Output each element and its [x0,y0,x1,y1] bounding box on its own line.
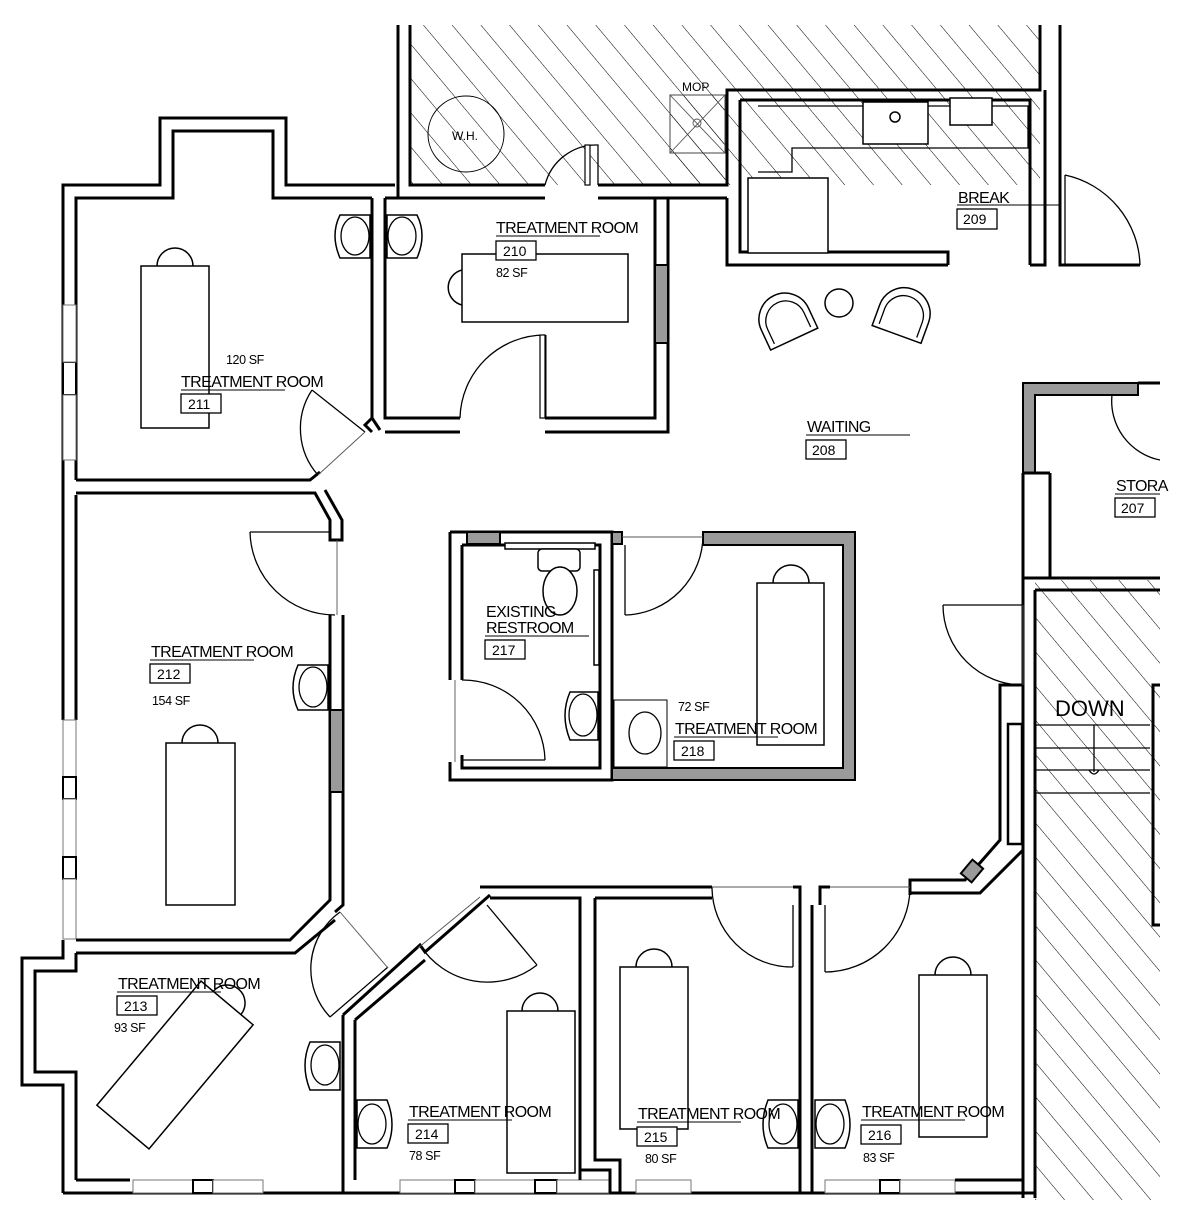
exterior-walls [20,116,1035,1195]
room-name: WAITING [807,419,871,436]
room-label-208: WAITING 208 [805,419,910,460]
room-area: 82 SF [496,266,528,280]
room-label-218: 72 SF TREATMENT ROOM 218 [673,700,818,761]
water-heater [427,95,505,173]
table-216 [918,956,988,1138]
room-name: TREATMENT ROOM [151,644,293,661]
room-number: 213 [124,998,148,1014]
room-number: 218 [681,743,705,759]
table-212 [165,724,236,906]
room-area: 72 SF [678,700,710,714]
room-label-209: BREAK 209 [956,190,1060,230]
sink-214 [356,1099,393,1149]
room-name-line2: RESTROOM [486,620,574,637]
sink-218 [613,699,668,768]
sinks [292,214,851,1149]
room-name: TREATMENT ROOM [862,1104,1004,1121]
room-number: 207 [1121,500,1145,516]
room-number: 212 [157,666,181,682]
room-area: 83 SF [863,1151,895,1165]
sink-216 [814,1099,851,1149]
room-number: 217 [492,642,516,658]
room-name: STORA [1116,478,1169,495]
table-215 [619,948,689,1130]
room-number: 210 [503,243,527,259]
room-name: TREATMENT ROOM [638,1106,780,1123]
table-218 [756,564,825,746]
room-name: TREATMENT ROOM [181,374,323,391]
room-number: 216 [868,1127,892,1143]
table-213 [95,980,255,1150]
room-name: TREATMENT ROOM [409,1104,551,1121]
sink-215 [762,1099,799,1149]
room-name: TREATMENT ROOM [118,976,260,993]
room-area: 78 SF [409,1149,441,1163]
room-area: 93 SF [114,1021,146,1035]
doors [249,144,1161,1018]
room-label-217: EXISTING RESTROOM 217 [484,604,589,660]
sink-211 [334,214,371,259]
room-name-line1: EXISTING [486,604,556,621]
room-name: TREATMENT ROOM [675,721,817,738]
break-casework [747,97,1029,254]
waiting-furniture [758,286,931,352]
room-area: 154 SF [152,694,191,708]
room-number: 214 [415,1126,439,1142]
room-label-207: STORA 207 [1114,478,1169,518]
stair-down-label: DOWN [1055,696,1125,721]
room-label-214: TREATMENT ROOM 214 78 SF [407,1104,552,1163]
room-label-216: TREATMENT ROOM 216 83 SF [860,1104,1005,1165]
mop-label: MOP [682,80,709,94]
room-label-213: TREATMENT ROOM 213 93 SF [114,976,261,1035]
room-number: 209 [963,211,987,227]
mop-sink [669,94,726,154]
room-number: 215 [644,1129,668,1145]
room-label-215: TREATMENT ROOM 215 80 SF [636,1106,781,1166]
stair-area-hatched [1021,576,1160,1200]
room-name: TREATMENT ROOM [496,220,638,237]
sink-213 [304,1041,341,1091]
sink-212 [292,664,329,711]
room-area: 120 SF [226,353,265,367]
bottom-windows [132,1179,956,1194]
sink-210 [386,214,423,259]
room-area: 80 SF [645,1152,677,1166]
sink-217 [564,691,599,741]
room-label-212: TREATMENT ROOM 212 154 SF [149,644,294,708]
room-label-210: TREATMENT ROOM 210 82 SF [495,220,639,280]
water-heater-label: W.H. [452,129,478,143]
room-name: BREAK [958,190,1010,207]
table-214 [506,992,576,1174]
toilet [504,542,600,666]
room-number: 211 [188,396,211,412]
table-210 [447,253,629,323]
interior-walls [76,25,1160,1193]
service-area-hatched [396,25,1042,198]
room-label-211: 120 SF TREATMENT ROOM 211 [180,353,324,414]
room-number: 208 [812,442,836,458]
